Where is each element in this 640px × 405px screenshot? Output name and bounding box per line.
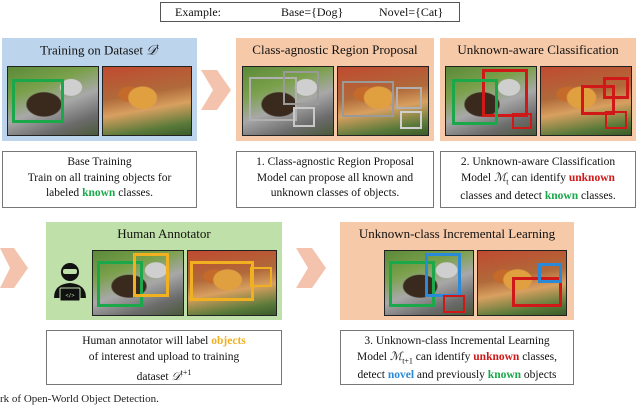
proposal-box	[293, 107, 315, 127]
known-dog-box	[389, 261, 435, 307]
known-keyword: known	[487, 369, 522, 382]
cat-image	[337, 66, 429, 136]
dog-image	[384, 250, 474, 316]
dataset-symbol: 𝒟	[171, 370, 181, 383]
annotated-box	[250, 267, 272, 287]
proposal-box	[396, 87, 422, 109]
proposal-panel: Class-agnostic Region Proposal	[236, 38, 434, 141]
annotator-panel: Human Annotator </>	[46, 222, 282, 320]
annotator-description: Human annotator will label objects of in…	[46, 330, 282, 385]
unknown-box	[581, 85, 615, 115]
objects-keyword: objects	[211, 335, 246, 347]
dataset-symbol: 𝒟	[146, 42, 157, 58]
dog-image	[92, 250, 184, 316]
novel-box	[425, 253, 461, 297]
flow-arrow-1	[201, 70, 231, 110]
known-dog-box	[452, 79, 498, 125]
annotator-panel-title: Human Annotator	[117, 226, 211, 241]
classification-panel: Unknown-aware Classification	[440, 38, 636, 141]
known-keyword: known	[82, 187, 116, 199]
incremental-panel-title: Unknown-class Incremental Learning	[358, 226, 556, 241]
known-dog-box	[12, 79, 64, 123]
dog-image	[242, 66, 334, 136]
unknown-keyword: unknown	[473, 350, 520, 363]
step2-description: 2. Unknown-aware Classification Model ℳt…	[440, 151, 636, 208]
known-dog-box	[97, 261, 143, 307]
dog-image	[7, 66, 99, 136]
flow-arrow-2	[0, 248, 28, 288]
cat-image	[477, 250, 567, 316]
known-keyword: known	[544, 190, 579, 203]
dog-image	[445, 66, 537, 136]
flow-arrow-3	[296, 248, 326, 288]
unknown-box	[512, 113, 532, 129]
example-label: Example:	[175, 4, 221, 19]
person-laptop-icon: </>	[54, 263, 86, 302]
unknown-box	[603, 77, 629, 99]
incremental-panel: Unknown-class Incremental Learning	[340, 222, 574, 320]
novel-box	[538, 263, 562, 283]
step3-description: 3. Unknown-class Incremental Learning Mo…	[340, 330, 574, 385]
proposal-panel-title: Class-agnostic Region Proposal	[252, 42, 418, 57]
proposal-box	[249, 77, 297, 121]
unknown-keyword: unknown	[568, 171, 615, 184]
unknown-box	[605, 111, 627, 129]
example-novel: Novel={Cat}	[379, 4, 444, 19]
cat-image	[187, 250, 277, 316]
base-training-description: Base Training Train on all training obje…	[2, 151, 197, 208]
proposal-box	[283, 71, 319, 105]
annotated-box	[190, 261, 254, 301]
example-legend: Example: Base={Dog} Novel={Cat}	[160, 2, 460, 22]
cat-image	[102, 66, 192, 136]
classification-panel-title: Unknown-aware Classification	[457, 42, 619, 57]
unknown-box	[512, 277, 562, 307]
svg-text:</>: </>	[65, 293, 74, 299]
figure-caption: rk of Open-World Object Detection.	[0, 393, 159, 405]
example-base: Base={Dog}	[281, 4, 344, 19]
proposal-box	[400, 111, 422, 129]
cat-image	[540, 66, 632, 136]
proposal-box	[342, 81, 394, 117]
model-symbol: ℳ	[389, 350, 403, 363]
model-symbol: ℳ	[493, 171, 507, 184]
step1-description: 1. Class-agnostic Region Proposal Model …	[236, 151, 434, 208]
annotated-box	[133, 253, 169, 297]
training-panel-title: Training on Dataset 𝒟t	[40, 42, 159, 58]
unknown-box	[443, 295, 465, 313]
unknown-box	[482, 69, 528, 117]
training-panel: Training on Dataset 𝒟t	[2, 38, 197, 141]
novel-keyword: novel	[387, 369, 415, 382]
